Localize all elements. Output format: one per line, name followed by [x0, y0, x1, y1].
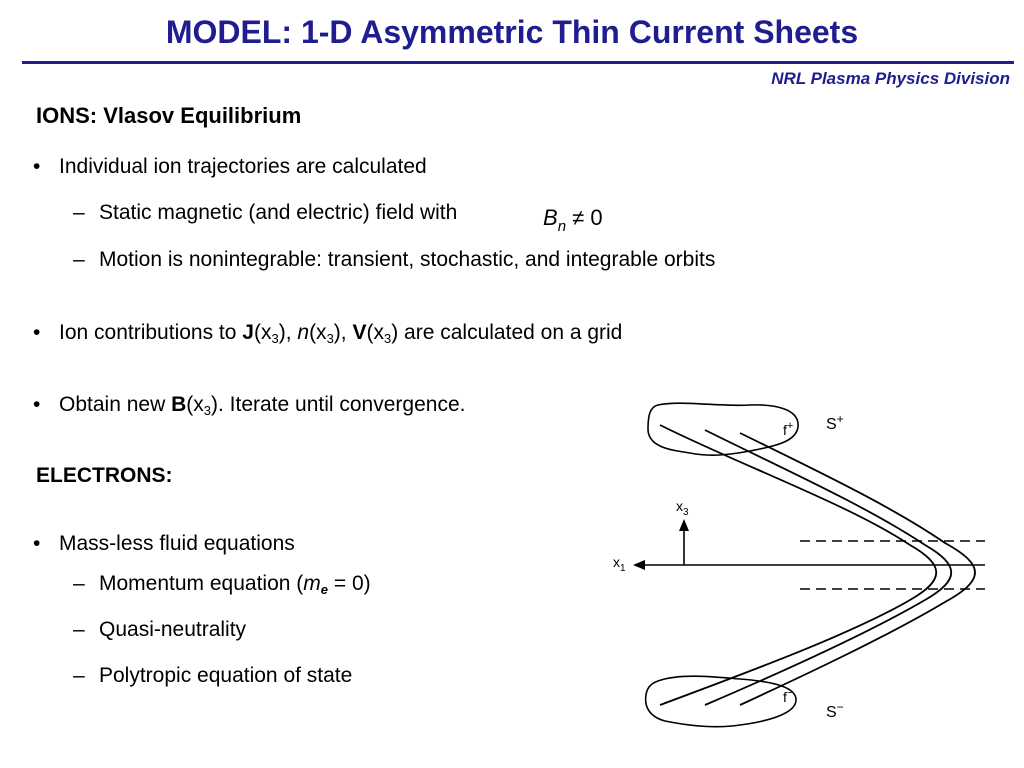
text-segment: Ion contributions to — [59, 321, 243, 344]
ions-sub-2-text: Motion is nonintegrable: transient, stoc… — [99, 248, 716, 271]
text-segment: ) — [278, 321, 286, 344]
x1-arrowhead — [633, 560, 645, 570]
dash-marker: – — [73, 248, 85, 271]
ions-bullet-1-text: Individual ion trajectories are calculat… — [59, 155, 427, 178]
electrons-sub-2-text: Quasi-neutrality — [99, 618, 247, 641]
ions-bullet-2-text: Ion contributions to J(x3), n(x3), V(x3)… — [59, 321, 622, 346]
bullet-marker: • — [33, 393, 41, 416]
ions-sub-2: – Motion is nonintegrable: transient, st… — [0, 248, 900, 276]
electrons-sub-1-text: Momentum equation (me = 0) — [99, 572, 371, 597]
text-segment: , — [340, 321, 353, 344]
ions-bullet-1: • Individual ion trajectories are calcul… — [0, 155, 600, 183]
ions-sub-1: – Static magnetic (and electric) field w… — [0, 201, 600, 229]
text-segment: Obtain new — [59, 393, 172, 416]
dash-marker: – — [73, 618, 85, 641]
label-s-minus: S− — [826, 700, 844, 721]
label-s-plus: S+ — [826, 412, 844, 433]
electron-subscript: e — [320, 582, 329, 597]
bullet-marker: • — [33, 532, 41, 555]
electrons-heading: ELECTRONS: — [36, 464, 173, 487]
label-f-minus: f− — [783, 687, 793, 705]
ions-bullet-3: • Obtain new B(x3). Iterate until conver… — [0, 393, 600, 423]
text-segment: ). Iterate until convergence. — [210, 393, 466, 416]
ions-bullet-2: • Ion contributions to J(x3), n(x3), V(x… — [0, 321, 900, 351]
text-segment: ) — [333, 321, 341, 344]
bn-symbol: B — [543, 205, 558, 230]
slide-title: MODEL: 1-D Asymmetric Thin Current Sheet… — [165, 14, 859, 50]
source-blob-s-minus — [644, 675, 797, 728]
velocity-V: V — [352, 321, 367, 344]
label-x1: x1 — [613, 554, 626, 574]
text-segment: Momentum equation ( — [99, 572, 304, 595]
dash-marker: – — [73, 201, 85, 224]
bullet-marker: • — [33, 155, 41, 178]
text-segment: , — [285, 321, 298, 344]
electrons-sub-3: – Polytropic equation of state — [0, 664, 600, 692]
orbit-curve-2 — [704, 429, 953, 706]
bn-formula: Bn ≠ 0 — [543, 205, 603, 235]
orbit-curve-3 — [739, 432, 976, 706]
subscript: 3 — [383, 331, 392, 346]
ions-bullet-3-text: Obtain new B(x3). Iterate until converge… — [59, 393, 465, 418]
ions-sub-1-text: Static magnetic (and electric) field wit… — [99, 201, 458, 224]
subscript: 3 — [326, 331, 334, 346]
subscript: 3 — [271, 331, 279, 346]
current-sheet-diagram: f+ S+ f− S− x3 x1 — [613, 402, 985, 728]
bn-relation: ≠ 0 — [572, 205, 603, 230]
text-segment: ) — [391, 321, 399, 344]
text-segment: are calculated on a grid — [398, 321, 623, 344]
text-segment: (x — [309, 321, 327, 344]
bn-subscript: n — [557, 218, 567, 235]
source-blob-s-plus — [647, 402, 799, 456]
text-segment: (x — [186, 393, 204, 416]
division-label: NRL Plasma Physics Division — [771, 69, 1010, 88]
electrons-sub-2: – Quasi-neutrality — [0, 618, 600, 646]
orbit-curve-1 — [659, 424, 938, 706]
density-n: n — [297, 321, 310, 344]
label-f-plus: f+ — [783, 420, 793, 438]
label-x3: x3 — [676, 498, 689, 518]
mass-symbol: m — [303, 572, 321, 595]
text-segment: = 0) — [328, 572, 371, 595]
magnetic-field-B: B — [171, 393, 187, 416]
title-divider — [22, 61, 1014, 64]
electrons-sub-1: – Momentum equation (me = 0) — [0, 572, 600, 602]
ions-heading: IONS: Vlasov Equilibrium — [36, 103, 302, 128]
text-segment: (x — [253, 321, 272, 344]
dash-marker: – — [73, 572, 85, 595]
dash-marker: – — [73, 664, 85, 687]
electrons-bullet-1-text: Mass-less fluid equations — [59, 532, 295, 555]
x3-arrowhead — [679, 519, 689, 531]
subscript: 3 — [203, 403, 211, 418]
bullet-marker: • — [33, 321, 41, 344]
electrons-sub-3-text: Polytropic equation of state — [99, 664, 353, 687]
current-density-J: J — [242, 321, 254, 344]
electrons-bullet-1: • Mass-less fluid equations — [0, 532, 600, 560]
text-segment: (x — [366, 321, 384, 344]
